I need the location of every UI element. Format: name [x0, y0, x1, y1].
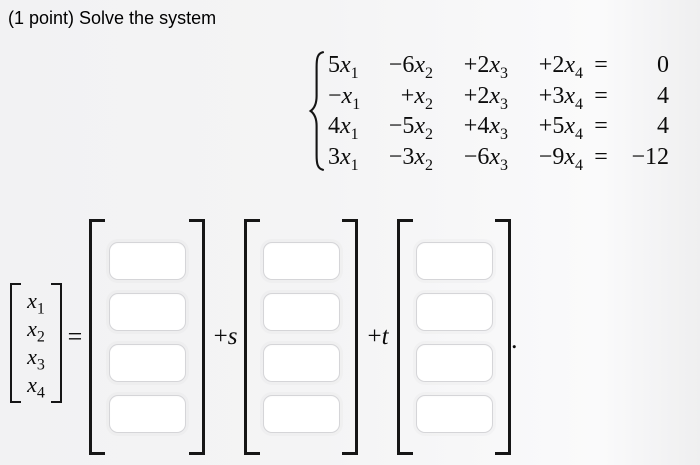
- right-bracket-icon: [51, 283, 62, 403]
- right-bracket-icon: [342, 219, 358, 455]
- plus-sign: +: [367, 323, 382, 350]
- equation-term: +4x3: [463, 113, 508, 143]
- answer-input-constant-vector-4[interactable]: [108, 394, 186, 433]
- equation-rhs: −12: [631, 143, 669, 170]
- s-vector-inputs: [260, 219, 342, 455]
- scalar-t-label: +t: [361, 322, 395, 352]
- equation-term: 5x1: [328, 52, 359, 82]
- vector-entry: x4: [27, 372, 45, 402]
- scalar-t-letter: t: [381, 323, 389, 350]
- vector-entry: x1: [27, 288, 45, 318]
- answer-input-constant-vector-1[interactable]: [108, 241, 186, 280]
- equation-system: 5x1 −6x2 +2x3 +2x4 = 0 −x1 +x2 +2x3 +3x4 = 4 4x1 −5x2…: [308, 50, 669, 174]
- left-bracket-icon: [397, 219, 413, 455]
- equation-term: +3x4: [538, 82, 583, 113]
- equation-equals: =: [594, 143, 608, 170]
- answer-input-t-vector-4[interactable]: [415, 394, 493, 433]
- equation-rhs: 4: [657, 82, 669, 109]
- answer-input-s-vector-1[interactable]: [262, 241, 340, 280]
- left-bracket-icon: [244, 219, 260, 455]
- equation-rhs: 4: [657, 113, 669, 139]
- answer-input-t-vector-3[interactable]: [415, 343, 493, 382]
- answer-input-constant-vector-3[interactable]: [108, 343, 186, 382]
- equation-equals: =: [594, 82, 608, 109]
- equation-term: +2x3: [463, 52, 508, 82]
- equation-term: −3x2: [388, 143, 433, 174]
- t-vector: [397, 219, 511, 455]
- answer-input-constant-vector-2[interactable]: [108, 292, 186, 331]
- equation-term: +2x3: [463, 82, 508, 113]
- equation-term: −9x4: [538, 143, 583, 174]
- answer-input-t-vector-2[interactable]: [415, 292, 493, 331]
- answer-input-s-vector-4[interactable]: [262, 394, 340, 433]
- constant-vector-inputs: [105, 219, 189, 455]
- s-vector: [244, 219, 358, 455]
- problem-statement: (1 point) Solve the system: [8, 8, 217, 28]
- equation-term: −x1: [328, 82, 361, 113]
- equation-term: +2x4: [538, 52, 583, 82]
- scalar-s-label: +s: [207, 322, 244, 352]
- equation-term: −5x2: [388, 113, 433, 143]
- equation-term: 3x1: [328, 143, 359, 174]
- right-bracket-icon: [495, 219, 511, 455]
- equation-term: −6x2: [388, 52, 433, 82]
- answer-input-s-vector-2[interactable]: [262, 292, 340, 331]
- right-bracket-icon: [189, 219, 205, 455]
- sentence-period: .: [511, 325, 518, 354]
- answer-input-t-vector-1[interactable]: [415, 241, 493, 280]
- equation-equals: =: [594, 52, 608, 78]
- equation-term: +x2: [400, 82, 433, 113]
- equation-rhs: 0: [657, 52, 669, 78]
- vector-entry: x3: [27, 344, 45, 374]
- vector-entry: x2: [27, 316, 45, 346]
- curly-brace-icon: [308, 51, 325, 171]
- equation-term: 4x1: [328, 113, 359, 143]
- answer-input-s-vector-3[interactable]: [262, 343, 340, 382]
- equation-term: +5x4: [538, 113, 583, 143]
- left-bracket-icon: [10, 283, 21, 403]
- plus-sign: +: [213, 323, 228, 350]
- equals-sign: =: [67, 322, 83, 351]
- t-vector-inputs: [413, 219, 495, 455]
- left-bracket-icon: [89, 219, 105, 455]
- constant-vector: [89, 219, 205, 455]
- equation-grid: 5x1 −6x2 +2x3 +2x4 = 0 −x1 +x2 +2x3 +3x4 = 4 4x1 −5x2…: [328, 50, 669, 174]
- equation-term: −6x3: [463, 143, 508, 174]
- equation-equals: =: [594, 113, 608, 139]
- scalar-s-letter: s: [227, 323, 238, 350]
